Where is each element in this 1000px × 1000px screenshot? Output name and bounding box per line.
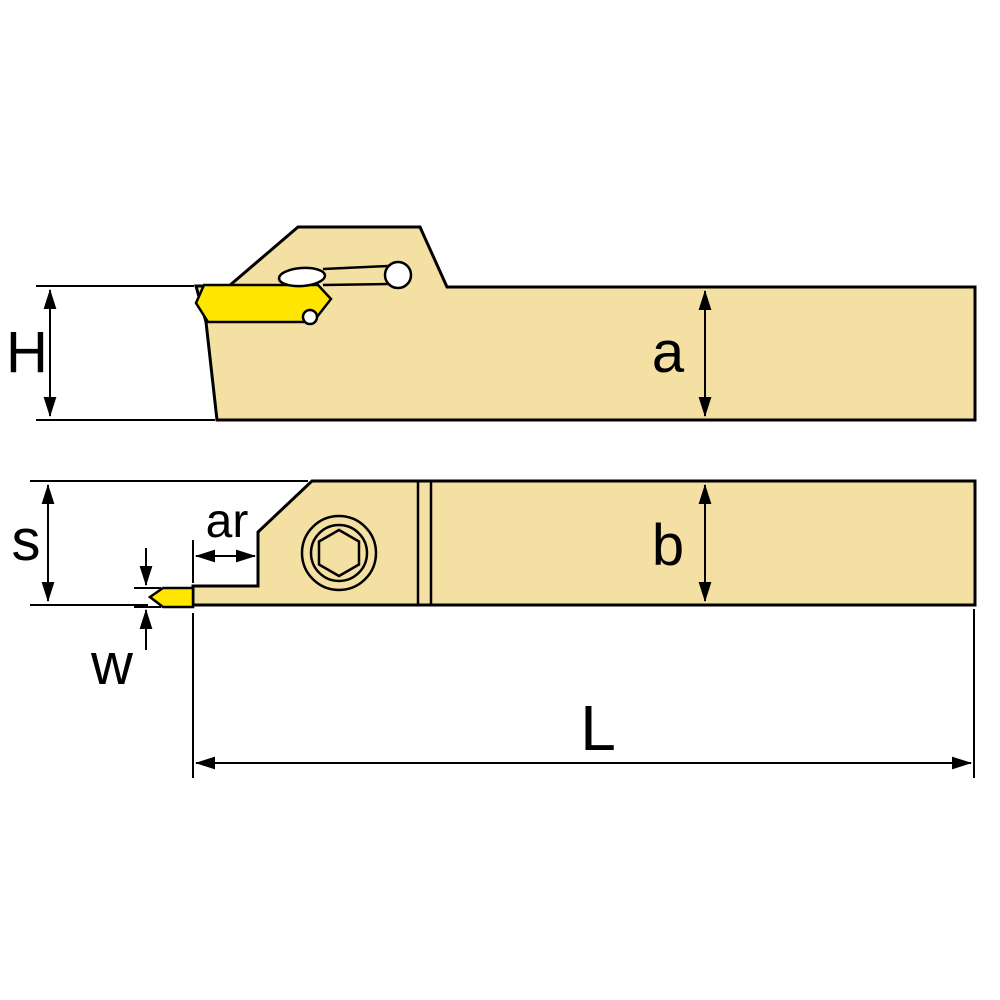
clamp-screw-inner-circle [309, 523, 369, 583]
clamp-slot [277, 266, 327, 288]
side-view [194, 225, 977, 422]
top-view-insert [147, 586, 195, 609]
dim-H: H [6, 285, 215, 421]
dim-H-label: H [6, 320, 48, 385]
dim-s-label: s [12, 508, 41, 573]
dim-s: s [12, 480, 308, 606]
top-view-holder-body [191, 479, 977, 607]
clamp-lever-top-line [322, 264, 389, 271]
dim-b-label: b [652, 513, 684, 578]
dim-ar-label: ar [206, 495, 249, 548]
dim-ar: ar [192, 495, 256, 583]
clamp-screw-hex-socket [317, 528, 361, 578]
clamp-lever-bottom-line [322, 282, 389, 287]
dim-a-label: a [652, 320, 685, 385]
dim-w: w [90, 548, 161, 697]
dim-a: a [652, 290, 712, 417]
dim-b: b [652, 484, 712, 602]
insert-screw-hole [301, 308, 319, 326]
top-view [147, 479, 977, 609]
clamp-screw-outer-circle [300, 514, 378, 592]
dim-L: L [192, 609, 975, 778]
clamp-pin-hole [383, 260, 413, 290]
side-view-insert [194, 283, 333, 324]
dim-w-label: w [90, 632, 134, 697]
dim-L-label: L [580, 692, 616, 764]
